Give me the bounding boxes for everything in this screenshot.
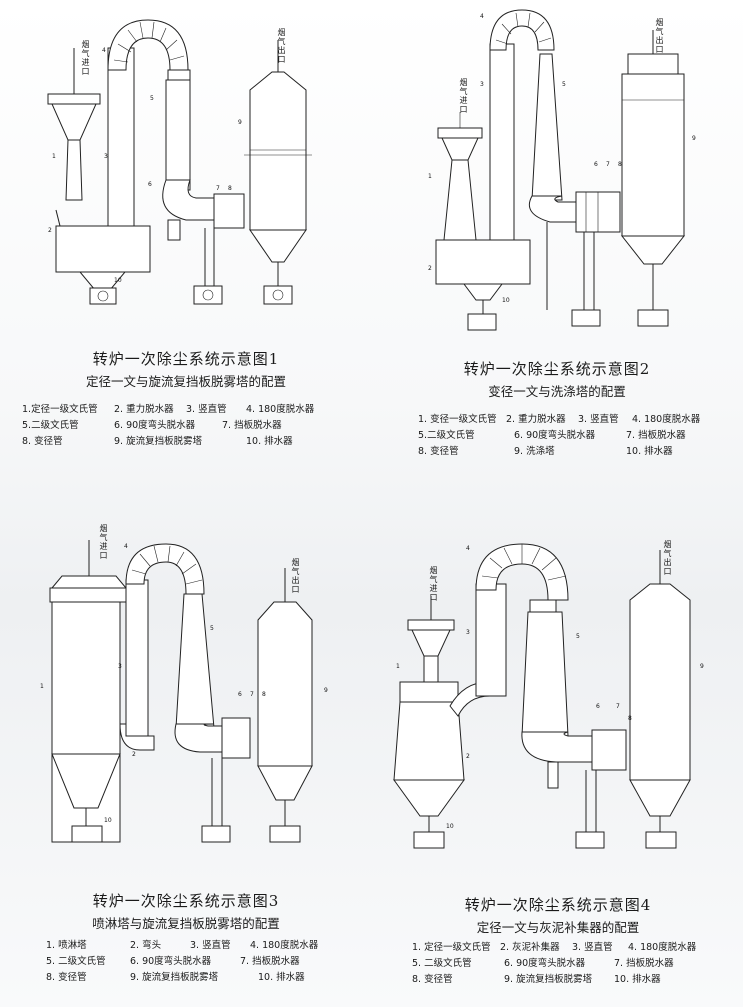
part-label: 8 [228,185,232,192]
flue-gas-outlet-label: 烟气出口 [291,558,300,594]
diagram-panel-2: 烟气进口 烟气出口 [372,0,743,470]
part-label: 9 [692,135,696,142]
part-label: 2 [466,753,470,760]
venturi-tube-1 [47,93,101,201]
part-label: 2 [132,751,136,758]
flue-gas-outlet-label: 烟气出口 [655,18,664,54]
vertical-pipe [489,43,515,241]
part-label: 2 [48,227,52,234]
venturi-tube-1 [437,112,483,241]
gravity-separator [55,225,151,305]
sludge-collector [393,681,465,849]
diagram-panel-1: 烟气进口 烟气出口 [0,0,372,470]
baffle-separator [213,193,245,229]
part-label: 4 [102,47,106,54]
flue-gas-inlet-label: 烟气进口 [99,524,108,560]
flue-gas-inlet-label: 烟气进口 [459,78,468,114]
venturi-tube-2 [531,53,563,201]
90-degree-elbow-separator [521,731,593,763]
part-label: 1 [52,153,56,160]
system-schematic-4: 1 2 3 4 5 6 7 8 9 10 [393,543,704,849]
part-label: 10 [502,297,510,304]
part-label: 1 [428,173,432,180]
spray-tower [49,575,129,843]
180-degree-separator [489,9,555,51]
part-label: 8 [628,715,632,722]
part-label: 4 [124,543,128,550]
diagram-subtitle: 定径一文与旋流复挡板脱雾塔的配置 [85,374,286,389]
part-label: 3 [480,81,484,88]
venturi-tube-1 [407,619,455,683]
180-degree-separator [125,543,205,595]
flue-gas-inlet-label: 烟气进口 [429,566,438,602]
diagram-panel-4: 烟气进口 烟气出口 [372,510,743,1007]
part-label: 8 [618,161,622,168]
part-label: 6 [238,691,242,698]
system-schematic-2: 1 2 3 4 5 6 7 8 9 10 [428,9,696,331]
part-label: 10 [104,817,112,824]
part-label: 5 [150,95,154,102]
part-label: 9 [700,663,704,670]
part-label: 7 [216,185,220,192]
flue-gas-outlet-label: 烟气出口 [663,540,672,576]
flue-gas-outlet-label: 烟气出口 [277,28,286,64]
90-degree-elbow-separator [528,195,577,223]
baffle-separator [221,717,251,759]
part-label: 4 [466,545,470,552]
part-label: 3 [118,663,122,670]
scrubbing-tower [620,53,686,327]
system-schematic-1: 1 2 3 4 5 6 7 8 9 10 [47,19,312,305]
diagram-title: 转炉一次除尘系统示意图2 [463,360,651,378]
part-label: 6 [594,161,598,168]
diagram-subtitle: 变径一文与洗涤塔的配置 [488,384,626,399]
part-label: 3 [104,153,108,160]
diagram-title: 转炉一次除尘系统示意图4 [464,896,652,914]
part-label: 1 [396,663,400,670]
system-schematic-3: 1 2 3 4 5 6 7 8 9 10 [40,540,328,843]
part-label: 1 [40,683,44,690]
vertical-pipe [107,47,135,227]
vertical-pipe [475,583,507,697]
diagram-title: 转炉一次除尘系统示意图1 [92,350,280,368]
gravity-separator [435,239,531,331]
part-label: 2 [428,265,432,272]
demister-tower [244,71,312,305]
90-degree-elbow-separator [174,723,223,753]
180-degree-separator [107,19,191,81]
part-label: 7 [606,161,610,168]
venturi-tube-2 [165,79,191,191]
vertical-pipe [125,579,149,737]
diagram-title: 转炉一次除尘系统示意图3 [92,892,280,910]
venturi-tube-2 [521,611,569,737]
part-label: 9 [324,687,328,694]
part-label: 9 [238,119,242,126]
flue-gas-inlet-label: 烟气进口 [81,40,90,76]
part-label: 5 [576,633,580,640]
90-degree-elbow-separator [162,179,215,221]
part-label: 7 [250,691,254,698]
diagram-panel-3: 烟气进口 烟气出口 [0,510,372,1007]
part-label: 8 [262,691,266,698]
diagram-subtitle: 定径一文与灰泥补集器的配置 [476,920,640,935]
part-label: 3 [466,629,470,636]
part-label: 5 [210,625,214,632]
part-label: 5 [562,81,566,88]
part-label: 10 [446,823,454,830]
part-label: 4 [480,13,484,20]
diagram-subtitle: 喷淋塔与旋流复挡板脱雾塔的配置 [92,916,280,931]
part-label: 10 [114,277,122,284]
part-label: 7 [616,703,620,710]
part-label: 6 [148,181,152,188]
baffle-separator [591,729,627,771]
part-label: 6 [596,703,600,710]
demister-tower [629,583,691,849]
venturi-tube-2 [175,593,215,729]
demister-tower [257,601,313,843]
180-degree-separator [475,543,569,613]
